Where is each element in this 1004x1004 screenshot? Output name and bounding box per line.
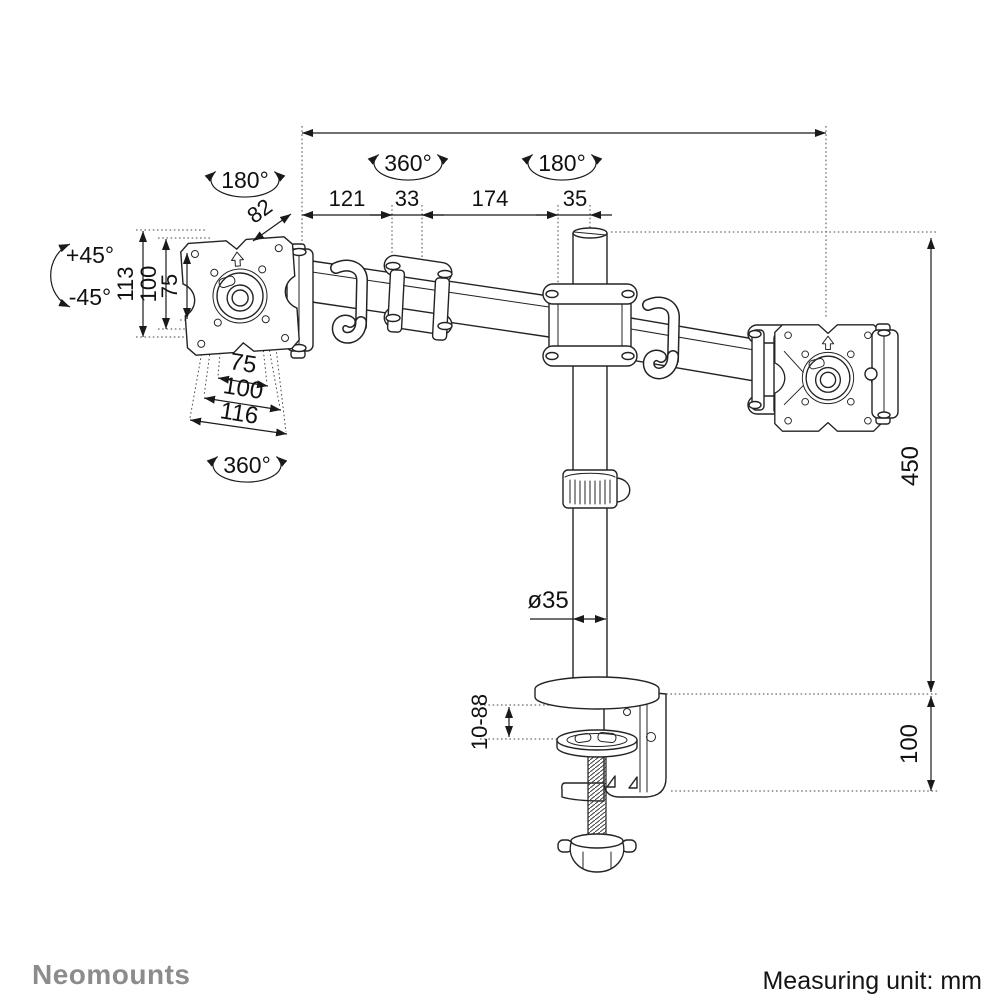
desk-disc bbox=[534, 676, 660, 710]
dim-vesa-height-100: 100 bbox=[136, 266, 161, 303]
dim-pole-diameter: ø35 bbox=[527, 587, 568, 614]
dim-plate-total-height: 113 bbox=[113, 266, 138, 301]
dim-clamp-height: 100 bbox=[896, 724, 923, 764]
dim-pole-height: 450 bbox=[897, 446, 924, 486]
clamp-pad bbox=[556, 729, 638, 758]
rotation-pole: 180° bbox=[538, 150, 586, 176]
dim-pole-offset: 35 bbox=[563, 186, 587, 211]
left-vesa-plate bbox=[180, 236, 300, 356]
dim-plate-total-width: 116 bbox=[218, 397, 260, 430]
elbow-joint bbox=[383, 254, 453, 341]
dim-arm-segment-1: 121 bbox=[329, 186, 366, 211]
clamp-knob bbox=[557, 833, 637, 873]
rotation-annotations: 180° 360° 180° 360° +45° -45° bbox=[50, 150, 603, 483]
dim-arm-joint-width: 33 bbox=[395, 186, 419, 211]
dim-vesa-width-75: 75 bbox=[228, 348, 259, 379]
rotation-arm-joint: 360° bbox=[384, 150, 432, 176]
tilt-down-label: -45° bbox=[69, 284, 111, 310]
measuring-unit-note: Measuring unit: mm bbox=[762, 967, 982, 995]
dim-arm-segment-2: 174 bbox=[472, 186, 509, 211]
cable-clip-left bbox=[330, 259, 369, 344]
rotation-vesa: 360° bbox=[223, 452, 271, 478]
brand-logo: Neomounts bbox=[32, 959, 191, 990]
tilt-up-label: +45° bbox=[66, 242, 114, 268]
clamp-screw bbox=[587, 746, 607, 844]
rotation-plate-swivel-left: 180° bbox=[221, 167, 269, 193]
dim-clamp-range: 10-88 bbox=[467, 694, 492, 750]
monitor-rail-bracket bbox=[864, 323, 899, 425]
dim-vesa-height-75: 75 bbox=[157, 274, 182, 298]
dim-plate-depth: 82 bbox=[242, 194, 277, 229]
desk-clamp bbox=[534, 676, 667, 873]
mount-drawing bbox=[180, 227, 899, 873]
right-vesa-plate bbox=[774, 324, 882, 432]
dim-vesa-width-100: 100 bbox=[221, 372, 265, 405]
dimension-annotations: 121 33 174 35 82 113 100 75 75 100 116 4… bbox=[113, 129, 935, 791]
cable-clip-right bbox=[642, 296, 681, 380]
pole-collar bbox=[562, 469, 631, 509]
center-pole-joint bbox=[542, 283, 638, 367]
